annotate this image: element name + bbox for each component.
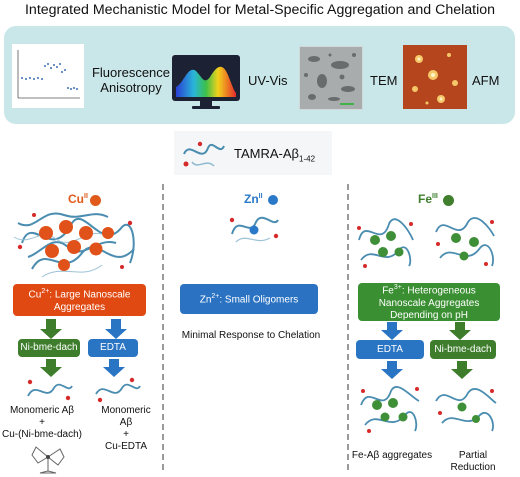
fe-arrow-right-2-icon xyxy=(451,361,473,379)
fe-left-chelator-box: EDTA xyxy=(356,340,424,359)
zn-metal-dot xyxy=(268,195,278,205)
cu-arrow-left-2-icon xyxy=(40,359,62,377)
fe-edta-aggregate-structure xyxy=(360,386,420,433)
zn-oligomer-structure xyxy=(229,216,279,243)
fe-right-result: Partial Reduction xyxy=(450,450,496,473)
tem-label: TEM xyxy=(370,73,398,88)
anisotropy-plot-thumbnail xyxy=(12,44,84,108)
fluorescence-anisotropy-label: Fluorescence Anisotropy xyxy=(91,65,171,95)
uv-vis-spectrum-icon xyxy=(172,55,240,109)
afm-label: AFM xyxy=(472,73,500,88)
zn-result-box: Zn2+: Small Oligomers xyxy=(180,284,318,314)
cu-result-box: Cu2+: Large Nanoscale Aggregates xyxy=(13,284,146,316)
cu-aggregate-structure xyxy=(13,212,135,278)
cu-arrow-right-icon xyxy=(105,319,127,339)
fe-ni-partial-structure xyxy=(435,388,497,432)
cu-metal-label: CuII xyxy=(68,192,88,206)
cu-right-result: Monomeric Aβ + Cu-EDTA xyxy=(101,405,151,452)
fe-left-result: Fe-Aβ aggregates xyxy=(351,450,433,461)
cu-metal-dot xyxy=(90,195,101,206)
cu-arrow-right-2-icon xyxy=(103,359,125,377)
fe-arrow-right-icon xyxy=(449,322,471,340)
fe-metal-dot xyxy=(443,195,454,206)
probe-label: TAMRA-Aβ1-42 xyxy=(234,146,316,164)
peptide-icon xyxy=(183,141,225,167)
cu-monomer-left-structure xyxy=(27,379,73,401)
cu-arrow-left-icon xyxy=(40,319,62,339)
uv-vis-label: UV-Vis xyxy=(248,73,288,88)
figure-title: Integrated Mechanistic Model for Metal-S… xyxy=(24,2,496,18)
ni-bme-dach-complex-structure xyxy=(31,446,65,474)
zn-metal-label: ZnII xyxy=(244,192,263,206)
fe-arrow-left-2-icon xyxy=(381,361,403,379)
divider-right xyxy=(347,184,349,470)
tem-image-thumbnail xyxy=(299,46,363,110)
fe-aggregate-left-structure xyxy=(357,218,414,268)
fe-right-chelator-box: Ni-bme-dach xyxy=(430,340,496,359)
cu-left-chelator-box: Ni-bme-dach xyxy=(18,339,80,357)
fe-metal-label: FeIII xyxy=(418,192,438,206)
fe-aggregate-right-structure xyxy=(435,217,495,267)
divider-left xyxy=(162,184,164,470)
fe-arrow-left-icon xyxy=(381,322,403,340)
cu-right-chelator-box: EDTA xyxy=(88,339,138,357)
zn-chelation-response: Minimal Response to Chelation xyxy=(181,330,321,341)
cu-left-result: Monomeric Aβ + Cu-(Ni-bme-dach) xyxy=(1,405,82,440)
cu-monomer-right-structure xyxy=(95,377,141,403)
afm-image-thumbnail xyxy=(403,45,467,109)
